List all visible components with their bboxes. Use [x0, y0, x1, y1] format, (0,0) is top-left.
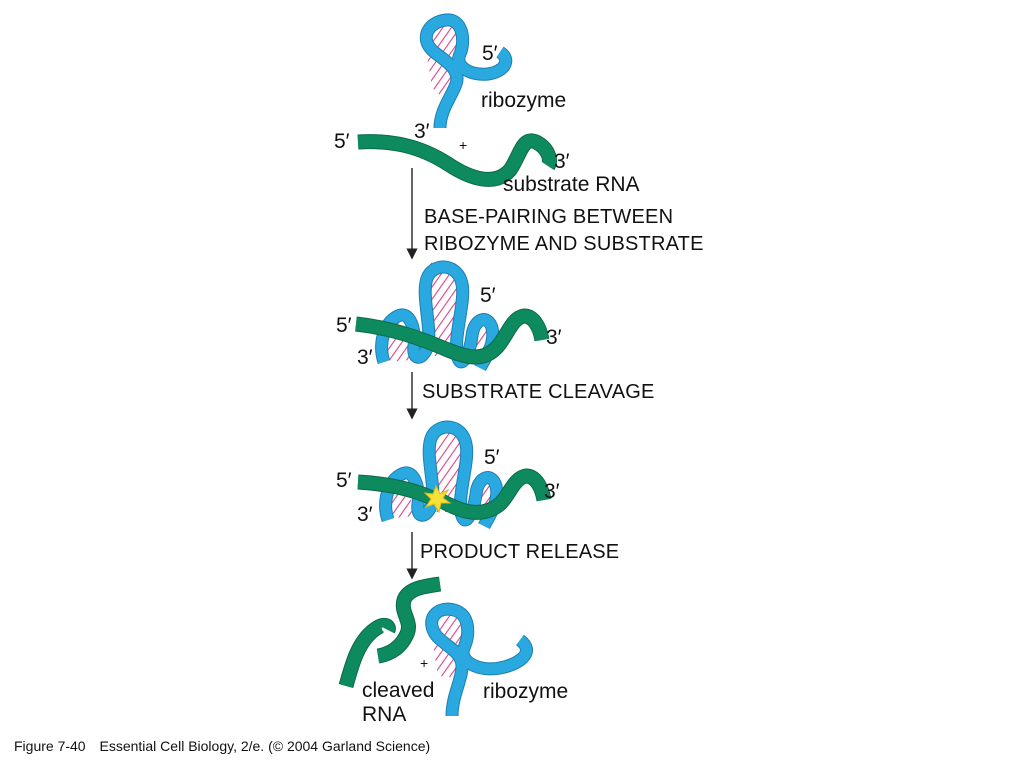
- label-ribozyme-5prime: 5′: [482, 42, 498, 65]
- label-cleave-rib-3prime: 3′: [357, 503, 373, 526]
- label-ribozyme-name: ribozyme: [481, 89, 566, 112]
- step-base-pairing-line1: BASE-PAIRING BETWEEN: [424, 206, 673, 228]
- stage-cleavage: 5′ 5′ 3′ 3′: [336, 420, 560, 530]
- plus-sign: +: [459, 137, 467, 153]
- label-substrate-rna: substrate RNA: [503, 173, 640, 196]
- step-substrate-cleavage: SUBSTRATE CLEAVAGE: [422, 381, 655, 403]
- plus-sign-products: +: [420, 655, 428, 671]
- cleaved-rna-fragments: [338, 576, 442, 688]
- label-complex-rib-5prime: 5′: [480, 284, 496, 307]
- figure-source: Essential Cell Biology, 2/e. (© 2004 Gar…: [99, 738, 431, 754]
- label-cleave-sub-3prime: 3′: [544, 480, 560, 503]
- label-ribozyme-product: ribozyme: [483, 680, 568, 703]
- label-substrate-5prime: 5′: [334, 130, 350, 153]
- label-rna: RNA: [362, 703, 406, 726]
- figure-caption: Figure 7-40 Essential Cell Biology, 2/e.…: [14, 738, 430, 754]
- label-complex-rib-3prime: 3′: [357, 346, 373, 369]
- label-cleave-rib-5prime: 5′: [484, 446, 500, 469]
- stage-free-molecules: 5′ ribozyme 3′ + 5′ 3′ substrate RNA: [334, 13, 640, 196]
- label-complex-sub-3prime: 3′: [546, 326, 562, 349]
- step-product-release: PRODUCT RELEASE: [420, 541, 619, 563]
- label-ribozyme-3prime: 3′: [414, 120, 430, 143]
- stage-products: + cleaved RNA ribozyme: [338, 576, 568, 726]
- substrate-rna-molecule: [357, 133, 557, 187]
- step-base-pairing-line2: RIBOZYME AND SUBSTRATE: [424, 233, 704, 255]
- label-cleaved: cleaved: [362, 679, 434, 702]
- stage-paired-complex: 5′ 5′ 3′ 3′: [336, 260, 562, 372]
- released-ribozyme: [425, 602, 533, 717]
- cleavage-site-marker: [423, 484, 452, 514]
- label-substrate-3prime: 3′: [554, 150, 570, 173]
- ribozyme-molecule: [419, 13, 513, 129]
- figure-number: Figure 7-40: [14, 738, 86, 754]
- label-cleave-sub-5prime: 5′: [336, 469, 352, 492]
- label-complex-sub-5prime: 5′: [336, 314, 352, 337]
